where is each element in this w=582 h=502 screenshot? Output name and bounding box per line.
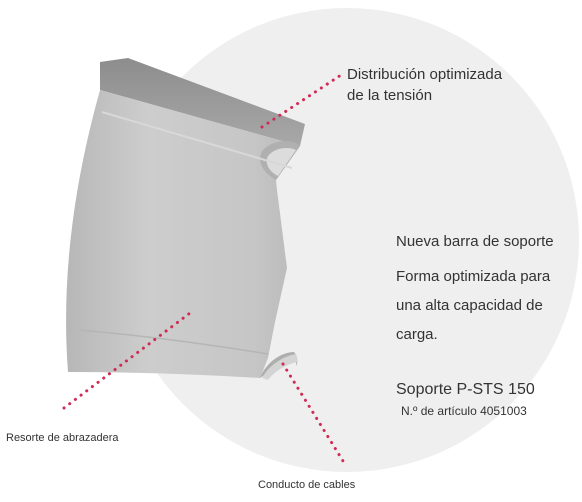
leader-cable — [281, 362, 345, 463]
face-ridge-line-2 — [79, 329, 269, 355]
upper-channel-inner — [266, 148, 296, 176]
callout-cable: Conducto de cables — [258, 479, 356, 491]
callout-spring: Resorte de abrazadera — [6, 432, 119, 444]
product-article-number: N.º de artículo 4051003 — [401, 404, 527, 418]
callout-tension: Distribución optimizada de la tensión — [347, 64, 502, 106]
callout-new-bar-title: Nueva barra de soporte — [396, 233, 554, 250]
callout-tension-line1: Distribución optimizada — [347, 66, 503, 83]
leader-spring — [62, 308, 196, 410]
face-ridge-line — [101, 111, 293, 169]
profile-top-strip — [100, 58, 305, 146]
callout-new-bar-line3: carga. — [396, 326, 438, 343]
profile-face — [66, 90, 300, 378]
product-name: Soporte P-STS 150 — [396, 381, 535, 398]
callout-tension-line2: de la tensión — [347, 87, 433, 104]
callout-new-bar-description: Forma optimizada para una alta capacidad… — [396, 262, 550, 349]
leader-tension — [260, 73, 343, 129]
lower-channel-lip — [262, 354, 298, 380]
callout-new-bar-line1: Forma optimizada para — [396, 268, 551, 285]
callout-new-bar-line2: una alta capacidad de — [396, 297, 543, 314]
